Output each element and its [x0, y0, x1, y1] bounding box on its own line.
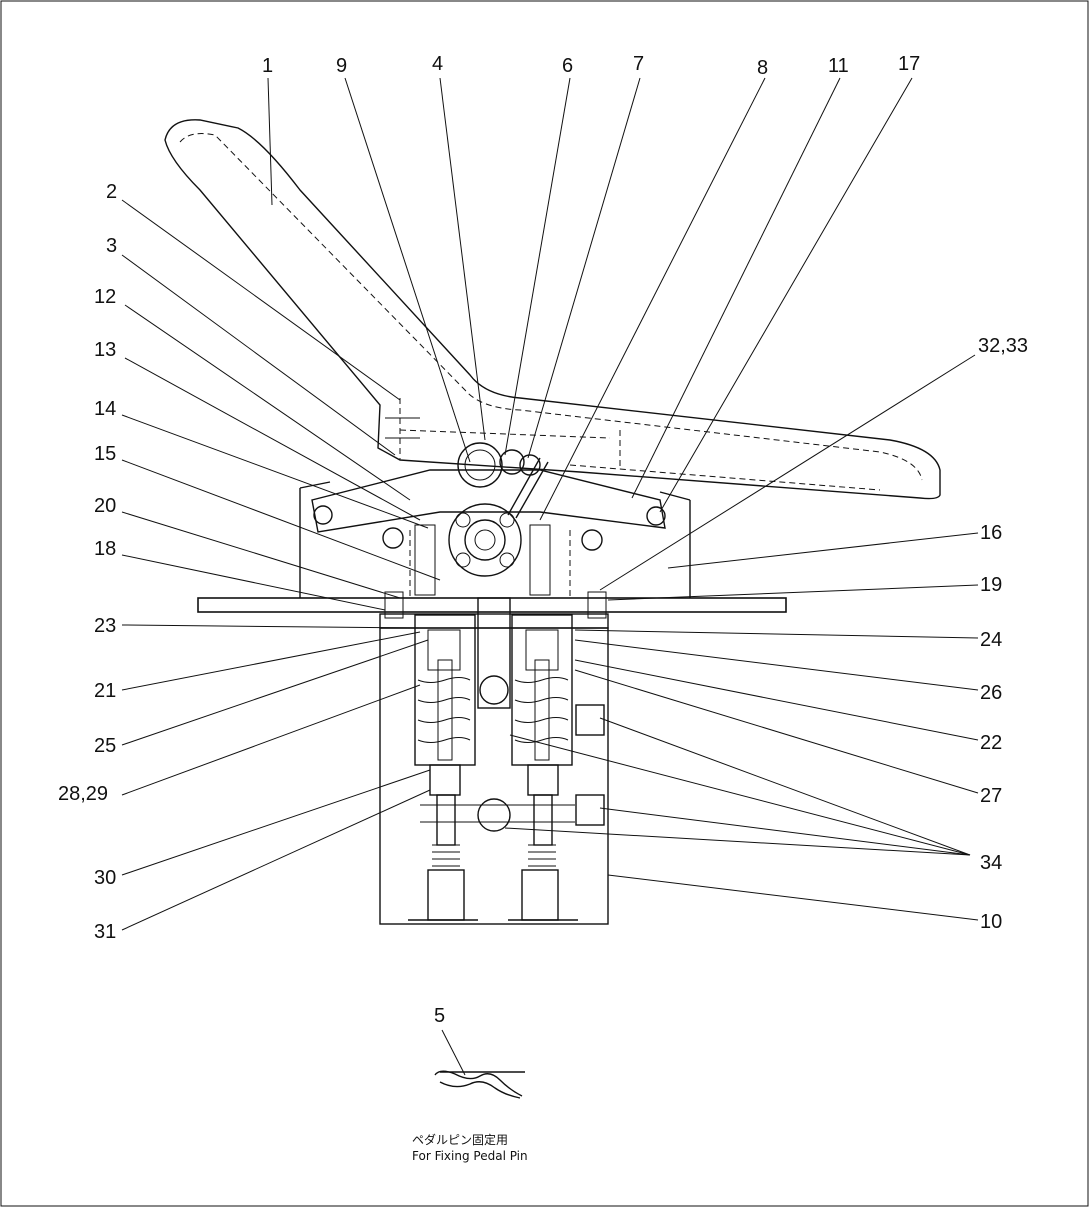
label-4: 4	[432, 53, 443, 75]
caption-japanese: ペダルピン固定用	[412, 1132, 508, 1147]
label-26: 26	[980, 682, 1002, 704]
label-32-33: 32,33	[978, 335, 1028, 357]
label-24: 24	[980, 629, 1002, 651]
pin-assembly	[448, 442, 549, 577]
label-6: 6	[562, 55, 573, 77]
valve-body	[379, 597, 609, 925]
label-21: 21	[94, 680, 116, 702]
label-9: 9	[336, 55, 347, 77]
leader-lines	[121, 77, 979, 1076]
label-23: 23	[94, 615, 116, 637]
label-16: 16	[980, 522, 1002, 544]
label-12: 12	[94, 286, 116, 308]
label-18: 18	[94, 538, 116, 560]
label-17: 17	[898, 53, 920, 75]
label-11: 11	[828, 55, 849, 77]
part-labels: 1 9 4 6 7 8 11 17 2 3 12 13 14 15 20 18 …	[58, 53, 1028, 1027]
caption-english: For Fixing Pedal Pin	[412, 1149, 528, 1163]
label-31: 31	[94, 921, 116, 943]
label-8: 8	[757, 57, 768, 79]
label-19: 19	[980, 574, 1002, 596]
label-28-29: 28,29	[58, 783, 108, 805]
label-27: 27	[980, 785, 1002, 807]
label-30: 30	[94, 867, 116, 889]
label-22: 22	[980, 732, 1002, 754]
label-15: 15	[94, 443, 116, 465]
label-1: 1	[262, 55, 273, 77]
label-7: 7	[633, 53, 644, 75]
label-10: 10	[980, 911, 1002, 933]
label-13: 13	[94, 339, 116, 361]
pedal-pin-clip	[434, 1070, 525, 1099]
label-3: 3	[106, 235, 117, 257]
label-25: 25	[94, 735, 116, 757]
label-14: 14	[94, 398, 116, 420]
pedal-outline	[164, 119, 941, 500]
lever-link	[311, 469, 666, 551]
label-20: 20	[94, 495, 116, 517]
label-5: 5	[434, 1005, 445, 1027]
label-2: 2	[106, 181, 117, 203]
upper-body	[299, 481, 691, 598]
label-34: 34	[980, 852, 1002, 874]
